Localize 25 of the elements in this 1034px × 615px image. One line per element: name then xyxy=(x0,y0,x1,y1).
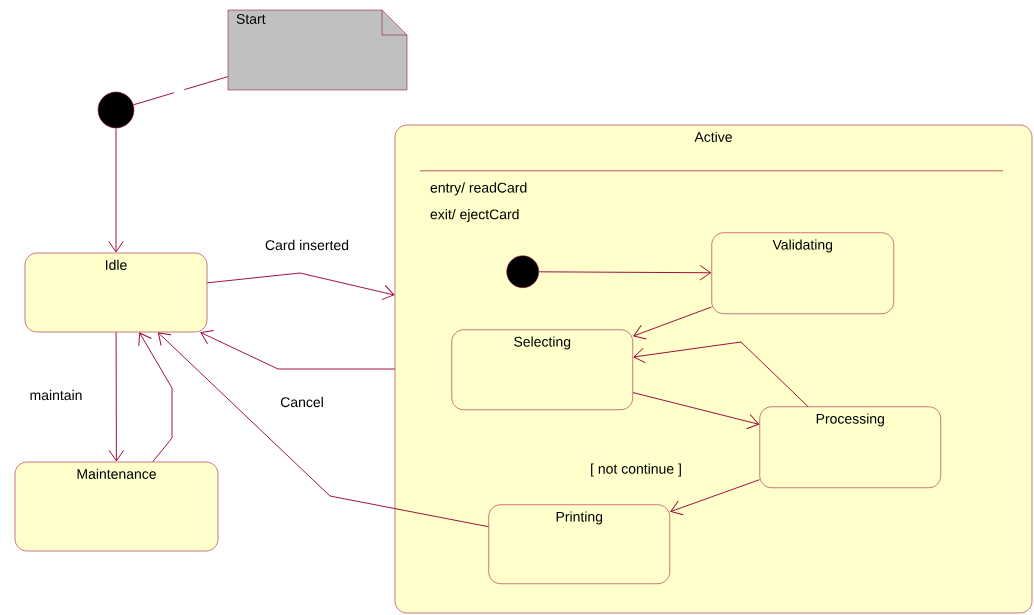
transition-arrow xyxy=(108,331,125,462)
transition-arrow xyxy=(206,272,395,301)
edge-label: Card inserted xyxy=(263,238,351,252)
transition-arrow xyxy=(538,264,712,281)
edge-label: Cancel xyxy=(278,395,326,409)
state-box: Validating xyxy=(711,232,894,314)
state-box: Maintenance xyxy=(14,461,219,552)
transition-arrow xyxy=(633,306,712,340)
edge-label: maintain xyxy=(28,388,84,402)
transition-arrow xyxy=(138,332,173,463)
state-box: Processing xyxy=(759,406,941,488)
transition-arrow xyxy=(632,392,760,430)
initial-state xyxy=(506,255,539,288)
transition-arrow xyxy=(108,127,124,253)
edge-label: [ not continue ] xyxy=(588,462,684,478)
initial-state xyxy=(97,91,135,129)
transition-arrow xyxy=(200,330,396,370)
note-box: Start xyxy=(227,9,408,91)
note-link xyxy=(133,76,229,106)
state-box: Selecting xyxy=(451,329,633,410)
transition-arrow xyxy=(157,332,489,528)
state-box: Idle xyxy=(24,252,208,333)
state-box: Printing xyxy=(488,504,670,584)
transition-arrow xyxy=(633,341,809,407)
transition-arrow xyxy=(670,479,760,516)
